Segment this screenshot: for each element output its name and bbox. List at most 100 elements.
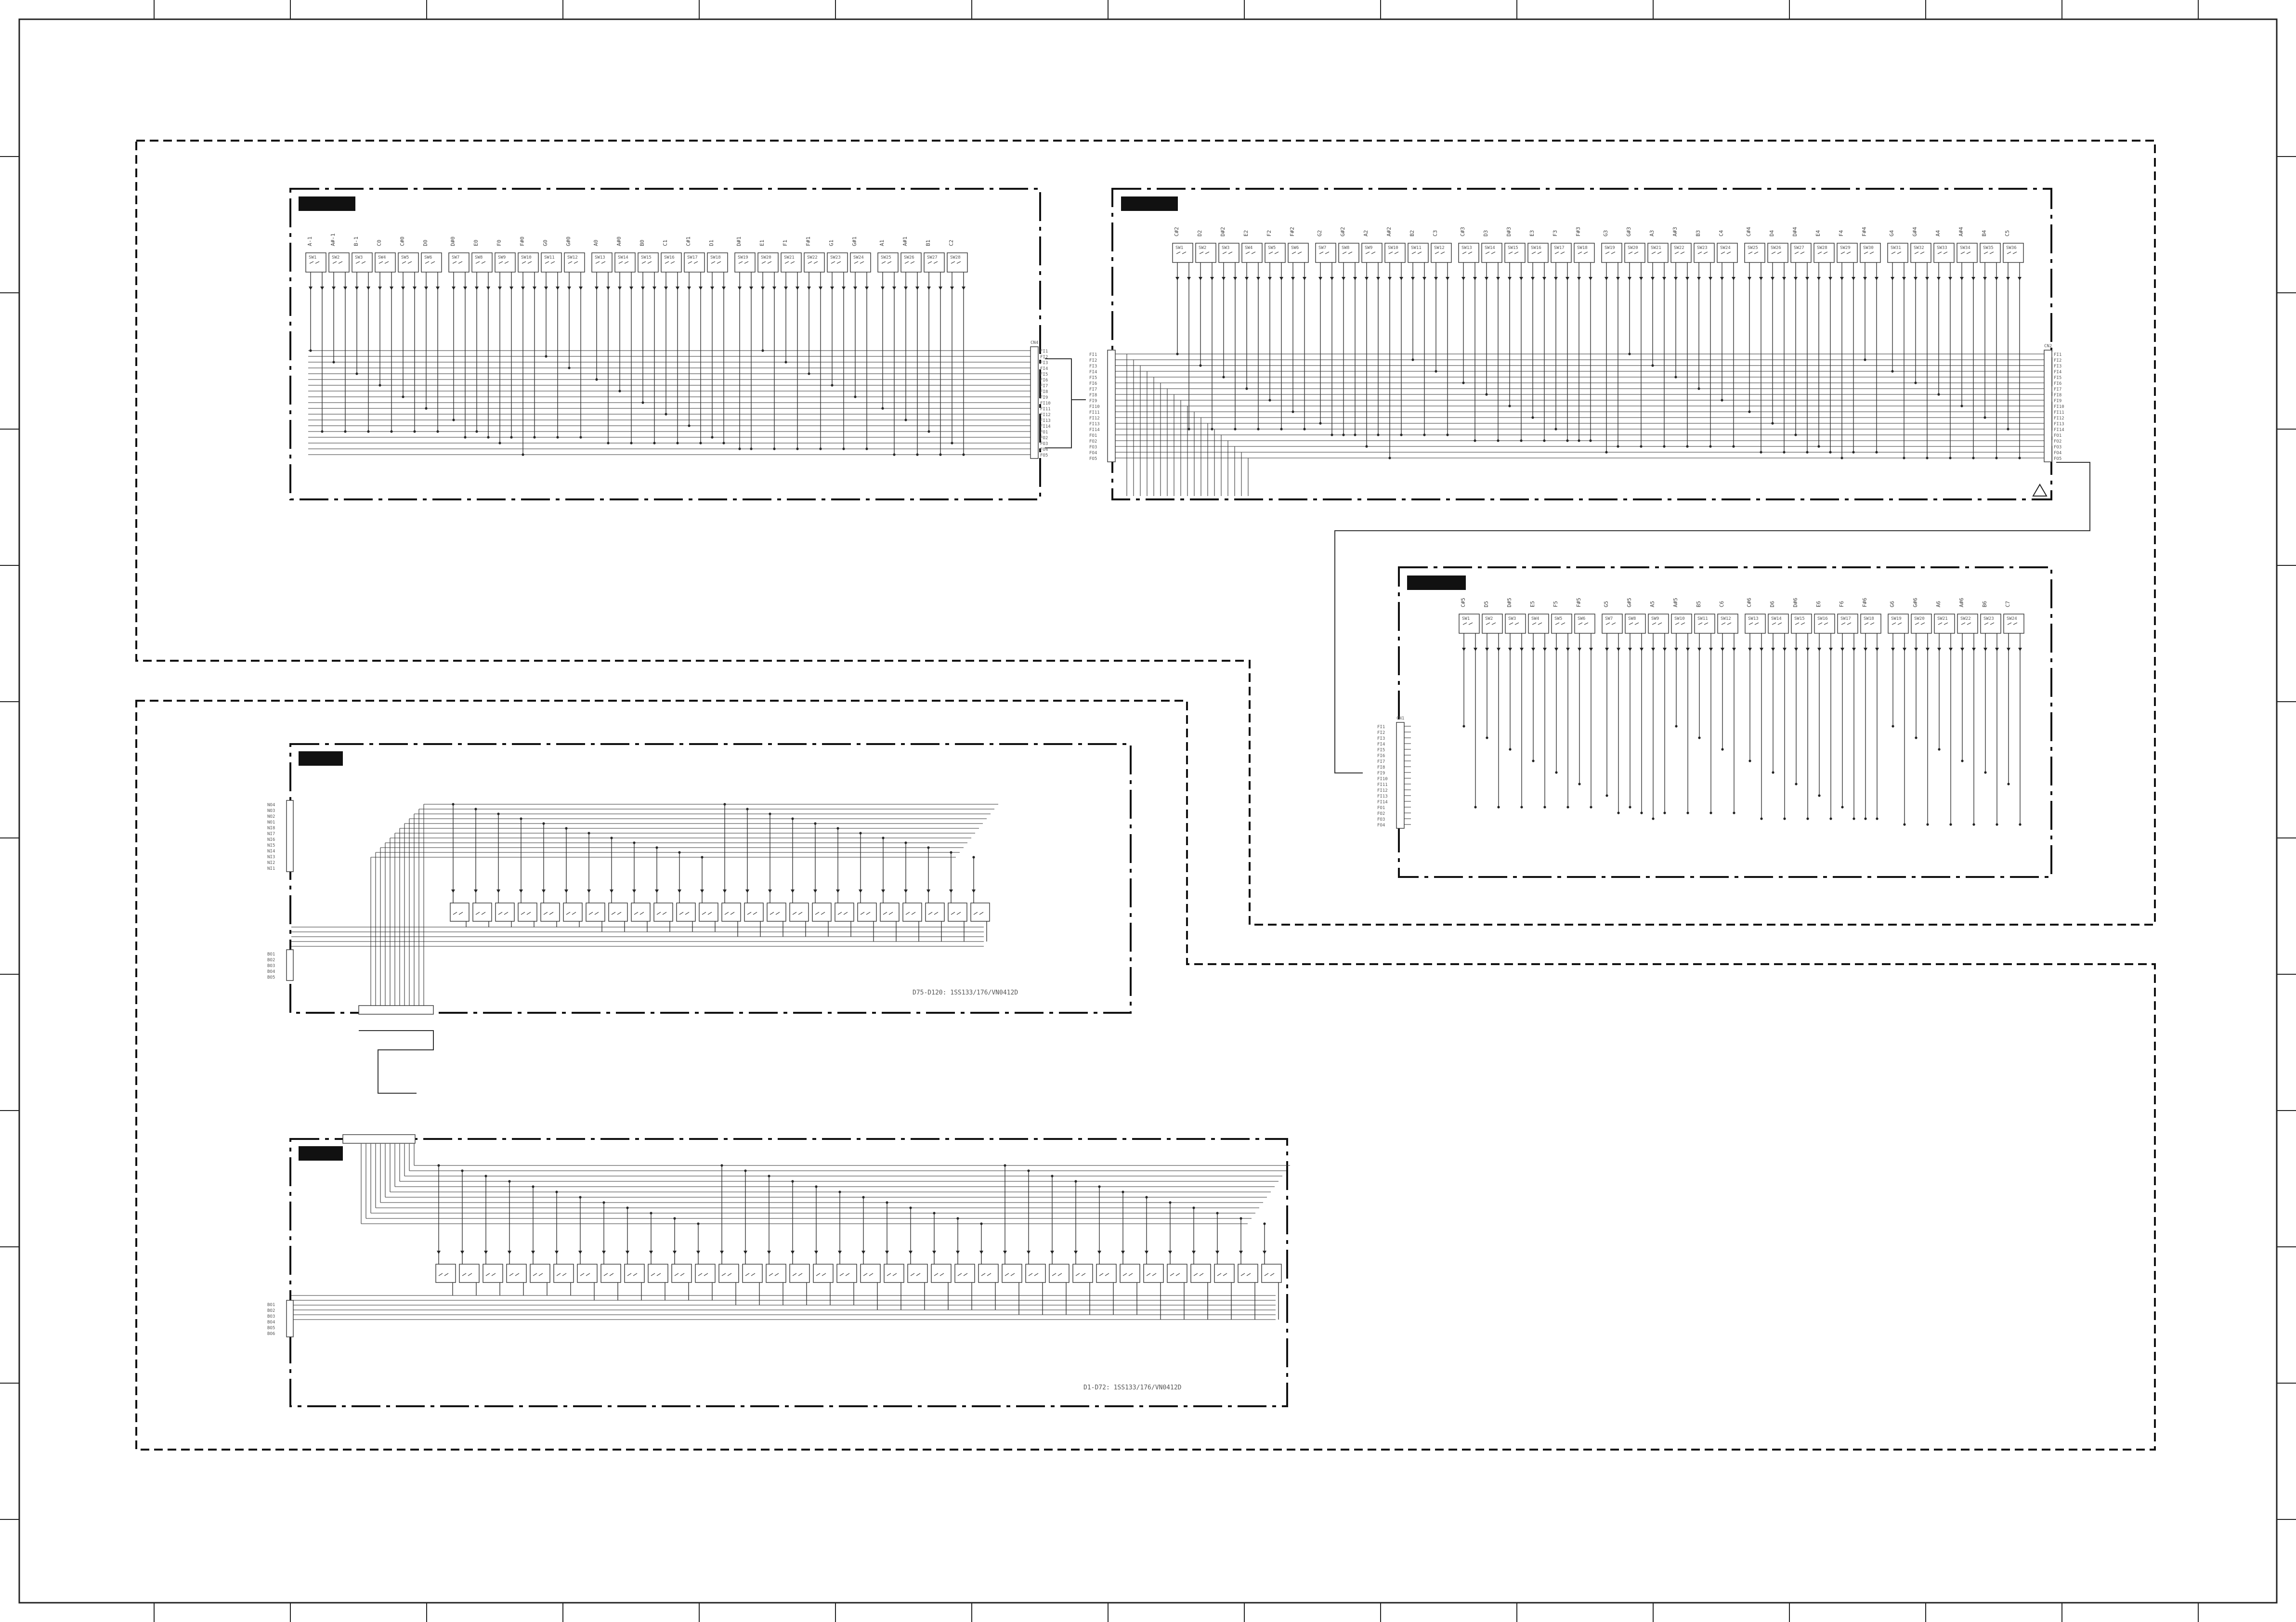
- connector-name: CN2: [2044, 344, 2052, 349]
- connector-pin-label: FI4: [1040, 366, 1048, 371]
- junction-dot: [1795, 783, 1798, 785]
- switch-box: [1408, 243, 1429, 263]
- connector-pin-label: FI5: [2054, 376, 2061, 380]
- switch-label: SW19: [1891, 616, 1902, 621]
- junction-dot: [1841, 806, 1844, 809]
- switch-label: SW29: [1840, 246, 1851, 250]
- connector-block: [286, 1300, 294, 1337]
- key-label: A#2: [1386, 227, 1392, 236]
- junction-dot: [1903, 823, 1906, 826]
- key-label: A5: [1649, 601, 1656, 607]
- switch-box: [1791, 614, 1812, 634]
- switch-label: SW22: [1674, 246, 1684, 250]
- key-label: D#3: [1506, 227, 1512, 236]
- switch-box: [1482, 614, 1503, 634]
- contact-symbol: [1462, 251, 1473, 254]
- diode-icon: [451, 889, 455, 893]
- diode-icon: [401, 287, 417, 290]
- switch-label: SW4: [378, 255, 386, 260]
- switch-label: SW6: [424, 255, 432, 260]
- contact-symbol: [1772, 622, 1782, 625]
- switch-box: [812, 903, 832, 922]
- switch-label: SW22: [807, 255, 818, 260]
- diode-icon: [1817, 648, 1833, 651]
- connector-pin-label: FO4: [1089, 451, 1097, 456]
- switch-box: [860, 1264, 881, 1283]
- switch-box: [435, 1264, 456, 1283]
- diode-icon: [1960, 277, 1975, 280]
- contact-symbol: [1628, 251, 1639, 254]
- junction-dot: [1972, 823, 1975, 826]
- switch-box: [1361, 243, 1383, 263]
- switch-label: SW15: [641, 255, 652, 260]
- connector-pin-label: FI3: [1089, 364, 1097, 369]
- switch-label: SW24: [853, 255, 864, 260]
- switch-label: SW25: [1748, 246, 1758, 250]
- switch-box: [902, 903, 922, 922]
- switch-box: [684, 252, 705, 273]
- contact-symbol: [1983, 251, 1994, 254]
- contact-symbol: [462, 1273, 472, 1276]
- switch-box: [614, 252, 636, 273]
- switch-box: [850, 252, 871, 273]
- contact-symbol: [1892, 622, 1902, 625]
- contact-symbol: [1938, 622, 1948, 625]
- switch-box: [1648, 614, 1669, 634]
- diode-icon: [309, 287, 324, 290]
- junction-dot: [1806, 817, 1809, 820]
- switch-label: SW13: [595, 255, 605, 260]
- switch-label: SW1: [1462, 616, 1470, 621]
- diode-icon: [767, 1251, 771, 1254]
- connector-pin-label: FI2: [1377, 731, 1385, 735]
- switch-label: SW15: [1508, 246, 1518, 250]
- contact-symbol: [588, 912, 599, 915]
- key-label: D#0: [450, 236, 456, 246]
- key-label: F5: [1552, 601, 1559, 607]
- diode-icon: [2006, 277, 2022, 280]
- switch-box: [931, 1264, 952, 1283]
- contact-symbol: [674, 1273, 685, 1276]
- connector-pin-label: FO3: [1377, 817, 1385, 822]
- contact-symbol: [981, 1273, 991, 1276]
- switch-label: SW14: [618, 255, 628, 260]
- contact-symbol: [651, 1273, 661, 1276]
- connector-pin-label: FI3: [2054, 364, 2061, 369]
- diode-icon: [1531, 277, 1546, 280]
- switch-label: SW12: [1721, 616, 1731, 621]
- diode-icon: [424, 287, 440, 290]
- junction-dot: [1915, 736, 1918, 739]
- switch-box: [671, 1264, 692, 1283]
- diode-icon: [1411, 277, 1426, 280]
- switch-box: [1214, 1264, 1235, 1283]
- diode-icon: [496, 889, 500, 893]
- board-outline-bottom-lower: [289, 1138, 1288, 1407]
- key-label: E0: [473, 240, 479, 246]
- diode-icon: [696, 1251, 700, 1254]
- connector-block: [1107, 350, 1116, 462]
- junction-dot: [1760, 817, 1763, 820]
- switch-box: [1190, 1264, 1211, 1283]
- diode-icon: [1365, 277, 1380, 280]
- switch-box: [1338, 243, 1359, 263]
- switch-label: SW20: [1628, 246, 1638, 250]
- switch-box: [564, 252, 585, 273]
- junction-dot: [2019, 823, 2022, 826]
- junction-dot: [1543, 806, 1546, 809]
- key-label: F#1: [805, 236, 811, 246]
- switch-label: SW26: [1771, 246, 1781, 250]
- switch-label: SW13: [1461, 246, 1472, 250]
- switch-box: [563, 903, 583, 922]
- diode-icon: [859, 889, 862, 893]
- key-label: D1: [708, 240, 715, 246]
- diode-icon: [1794, 648, 1810, 651]
- contact-symbol: [1771, 251, 1782, 254]
- connector-pin-label: FI10: [1377, 777, 1388, 782]
- switch-box: [2003, 243, 2024, 263]
- key-label: D4: [1769, 230, 1775, 236]
- connector-pin-label: FO5: [1040, 453, 1048, 458]
- switch-box: [518, 903, 537, 922]
- key-label: C4: [1718, 230, 1724, 236]
- switch-box: [1837, 243, 1858, 263]
- switch-box: [1601, 243, 1622, 263]
- switch-box: [1288, 243, 1309, 263]
